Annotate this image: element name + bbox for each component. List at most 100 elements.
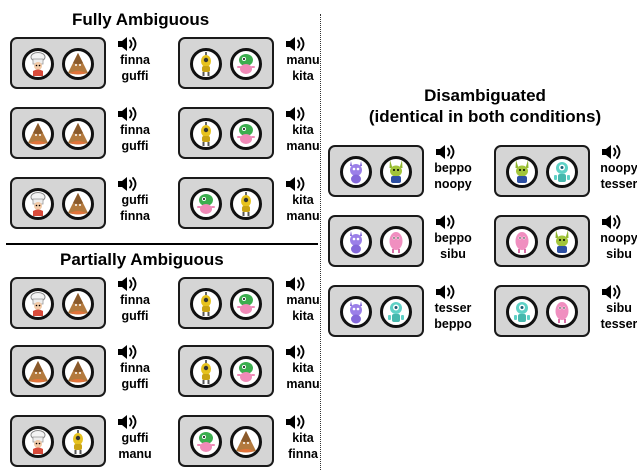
speaker-icon[interactable]: [284, 176, 308, 192]
word-label: noopy: [600, 231, 637, 245]
trial-3: finna guffi: [10, 107, 160, 159]
word-label: guffi: [121, 309, 149, 323]
word-label: kita: [292, 431, 314, 445]
speaker-icon[interactable]: [434, 144, 458, 160]
teal-character-icon: [380, 296, 412, 328]
word-label: finna: [288, 447, 318, 461]
speaker-icon[interactable]: [284, 276, 308, 292]
mound-character-icon: [62, 356, 94, 388]
mound-character-icon: [62, 118, 94, 150]
object-card: [178, 415, 274, 467]
object-card: [494, 215, 590, 267]
word-label: finna: [120, 123, 150, 137]
spoken-words: finna guffi: [110, 52, 160, 84]
speaker-icon[interactable]: [116, 106, 140, 122]
speaker-icon[interactable]: [284, 344, 308, 360]
speaker-icon[interactable]: [284, 106, 308, 122]
word-label: finna: [120, 53, 150, 67]
speaker-icon[interactable]: [284, 414, 308, 430]
teal-character-icon: [546, 156, 578, 188]
spoken-words: kita manu: [278, 122, 328, 154]
word-label: manu: [118, 447, 152, 461]
word-label: noopy: [600, 161, 637, 175]
word-label: sibu: [606, 247, 632, 261]
word-label: guffi: [121, 377, 149, 391]
object-card: [494, 285, 590, 337]
spoken-words: kita finna: [278, 430, 328, 462]
word-label: noopy: [434, 177, 472, 191]
speaker-icon[interactable]: [600, 144, 624, 160]
speaker-icon[interactable]: [434, 284, 458, 300]
word-label: guffi: [121, 139, 149, 153]
purple-character-icon: [340, 226, 372, 258]
teal-character-icon: [506, 296, 538, 328]
spoken-words: noopy sibu: [594, 230, 637, 262]
object-card: [178, 37, 274, 89]
speaker-icon[interactable]: [600, 284, 624, 300]
partially-ambiguous-heading: Partially Ambiguous: [60, 250, 224, 269]
word-label: finna: [120, 293, 150, 307]
word-label: tesser: [600, 317, 637, 331]
greenpink-character-icon: [230, 288, 262, 320]
disambiguated-heading: Disambiguated (identical in both conditi…: [340, 85, 630, 127]
object-card: [10, 415, 106, 467]
yellow-character-icon: [190, 356, 222, 388]
word-label: beppo: [434, 161, 472, 175]
object-card: [10, 37, 106, 89]
word-label: manu: [286, 139, 320, 153]
object-card: [328, 215, 424, 267]
speaker-icon[interactable]: [116, 344, 140, 360]
word-label: guffi: [121, 69, 149, 83]
word-label: kita: [292, 123, 314, 137]
trial-16: noopy sibu: [494, 215, 637, 267]
speaker-icon[interactable]: [116, 414, 140, 430]
word-label: manu: [286, 209, 320, 223]
mound-character-icon: [22, 356, 54, 388]
word-label: manu: [286, 293, 320, 307]
object-card: [178, 277, 274, 329]
yellow-character-icon: [62, 426, 94, 458]
trial-12: kita finna: [178, 415, 328, 467]
object-card: [10, 345, 106, 397]
yellow-character-icon: [230, 188, 262, 220]
mound-character-icon: [22, 118, 54, 150]
word-label: finna: [120, 361, 150, 375]
mound-character-icon: [230, 426, 262, 458]
speaker-icon[interactable]: [284, 36, 308, 52]
chef-character-icon: [22, 288, 54, 320]
word-label: kita: [292, 309, 314, 323]
object-card: [178, 177, 274, 229]
yellow-character-icon: [190, 48, 222, 80]
speaker-icon[interactable]: [434, 214, 458, 230]
speaker-icon[interactable]: [600, 214, 624, 230]
trial-9: finna guffi: [10, 345, 160, 397]
chef-character-icon: [22, 426, 54, 458]
trial-11: guffi manu: [10, 415, 160, 467]
object-card: [328, 145, 424, 197]
purple-character-icon: [340, 156, 372, 188]
word-label: kita: [292, 361, 314, 375]
trial-13: beppo noopy: [328, 145, 478, 197]
word-label: guffi: [121, 431, 149, 445]
trial-8: manu kita: [178, 277, 328, 329]
greenpink-character-icon: [230, 356, 262, 388]
mound-character-icon: [62, 188, 94, 220]
pink-character-icon: [380, 226, 412, 258]
greenpink-character-icon: [230, 118, 262, 150]
speaker-icon[interactable]: [116, 36, 140, 52]
speaker-icon[interactable]: [116, 176, 140, 192]
pink-character-icon: [546, 296, 578, 328]
speaker-icon[interactable]: [116, 276, 140, 292]
chef-character-icon: [22, 48, 54, 80]
disambiguated-title: Disambiguated: [424, 86, 546, 105]
word-label: beppo: [434, 317, 472, 331]
object-card: [494, 145, 590, 197]
trial-1: finna guffi: [10, 37, 160, 89]
spoken-words: beppo noopy: [428, 160, 478, 192]
